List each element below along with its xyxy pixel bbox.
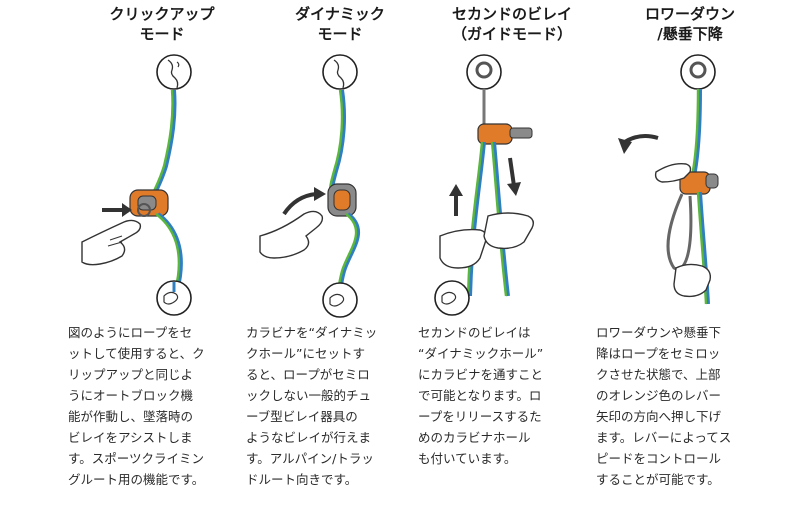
desc-line: ットして使用すると、ク: [68, 346, 205, 361]
panel-click-up: クリックアップ モード: [62, 0, 262, 510]
hand-icon: [439, 212, 535, 269]
desc-line: “ダイナミックホール”: [418, 346, 544, 361]
desc-line: リップアップと同じよ: [68, 367, 194, 382]
desc-line: す。スポーツクライミン: [68, 451, 205, 466]
belay-device-icon: [679, 171, 719, 195]
desc-line: も付いています。: [418, 451, 517, 466]
desc-line: カラビナを“ダイナミッ: [246, 325, 378, 340]
desc-line: ロワーダウンや懸垂下: [596, 325, 722, 340]
hand-inset-icon: [322, 282, 358, 318]
climber-inset-icon: [322, 54, 358, 90]
belay-device-icon: [327, 183, 357, 217]
title-line: クリックアップ: [109, 5, 215, 23]
curved-arrow-icon: [282, 187, 326, 216]
panel-title: ロワーダウン /懸垂下降: [590, 4, 790, 44]
desc-line: 図のようにロープをセ: [68, 325, 193, 340]
hand-icon: [259, 210, 324, 259]
panel-description: カラビナを“ダイナミッ クホール”にセットす ると、ロープがセミロ ックしない一…: [246, 322, 404, 490]
desc-line: ます。レバーによってス: [596, 430, 732, 445]
desc-line: のオレンジ色のレバー: [596, 388, 722, 403]
desc-line: ープをリリースするた: [418, 409, 542, 424]
rope-left: [468, 141, 486, 297]
desc-line: することが可能です。: [596, 472, 720, 487]
desc-line: クさせた状態で、上部: [596, 367, 721, 382]
panel-lower-down: ロワーダウン /懸垂下降 ロワーダウンや懸垂下 降はロープをセミロッ クさせた: [590, 0, 790, 510]
desc-line: ビレイをアシストしま: [68, 430, 193, 445]
panel-title: セカンドのビレイ （ガイドモード）: [412, 4, 612, 44]
title-line: ロワーダウン: [644, 5, 735, 23]
desc-line: す。アルパイン/トラッ: [246, 451, 374, 466]
desc-line: ドルート向きです。: [246, 472, 358, 487]
desc-line: めのカラビナホール: [418, 430, 531, 445]
carabiner-icon: [666, 193, 693, 271]
title-line: モード: [317, 25, 363, 43]
desc-line: ックしない一般的チュ: [246, 388, 372, 403]
desc-line: にカラビナを通すこと: [418, 367, 544, 382]
anchor-inset-icon: [680, 54, 716, 90]
second-belay-illustration: [434, 54, 535, 316]
anchor-inset-icon: [466, 54, 502, 90]
desc-line: グルート用の機能です。: [68, 472, 205, 487]
desc-line: うにオートブロック機: [68, 388, 194, 403]
desc-line: 矢印の方向へ押し下げ: [596, 409, 722, 424]
rope-down: [698, 191, 710, 305]
title-line: セカンドのビレイ: [451, 5, 572, 23]
panel-title: クリックアップ モード: [62, 4, 262, 44]
desc-line: 降はロープをセミロッ: [596, 346, 721, 361]
panel-description: 図のようにロープをセ ットして使用すると、ク リップアップと同じよ うにオートブ…: [68, 322, 226, 490]
desc-line: ピードをコントロール: [596, 451, 722, 466]
dynamic-illustration: [259, 54, 361, 318]
panel-description: セカンドのビレイは “ダイナミックホール” にカラビナを通すこと で可能となりま…: [418, 322, 576, 469]
desc-line: ると、ロープがセミロ: [246, 367, 370, 382]
lower-down-illustration: [618, 54, 719, 305]
panel-dynamic: ダイナミック モード カラビナを“ダイナミッ クホール”にセットす ると、ロー: [240, 0, 440, 510]
climber-inset-icon: [156, 54, 192, 90]
hand-inset-icon: [156, 280, 192, 316]
desc-line: で可能となります。ロ: [418, 388, 542, 403]
hand-icon: [654, 162, 712, 298]
title-line: ダイナミック: [295, 5, 385, 23]
hand-inset-icon: [434, 280, 470, 316]
desc-line: ようなビレイが行えま: [246, 430, 372, 445]
panel-second-belay: セカンドのビレイ （ガイドモード）: [412, 0, 612, 510]
desc-line: 能が作動し、墜落時の: [68, 409, 194, 424]
arrow-up-icon: [449, 184, 463, 216]
curved-arrow-down-icon: [618, 134, 659, 154]
hand-icon: [81, 219, 142, 266]
desc-line: ーブ型ビレイ器具の: [246, 409, 358, 424]
arrow-right-icon: [102, 203, 132, 217]
title-line: モード: [139, 25, 185, 43]
belay-device-icon: [477, 123, 533, 145]
title-line: （ガイドモード）: [451, 25, 572, 43]
desc-line: クホール”にセットす: [246, 346, 365, 361]
title-line: /懸垂下降: [657, 25, 723, 43]
panel-title: ダイナミック モード: [240, 4, 440, 44]
arrow-down-icon: [507, 157, 521, 196]
click-up-illustration: [81, 54, 192, 316]
desc-line: セカンドのビレイは: [418, 325, 531, 340]
belay-device-icon: [129, 189, 169, 217]
rope-up: [692, 88, 702, 177]
panel-description: ロワーダウンや懸垂下 降はロープをセミロッ クさせた状態で、上部 のオレンジ色の…: [596, 322, 754, 490]
